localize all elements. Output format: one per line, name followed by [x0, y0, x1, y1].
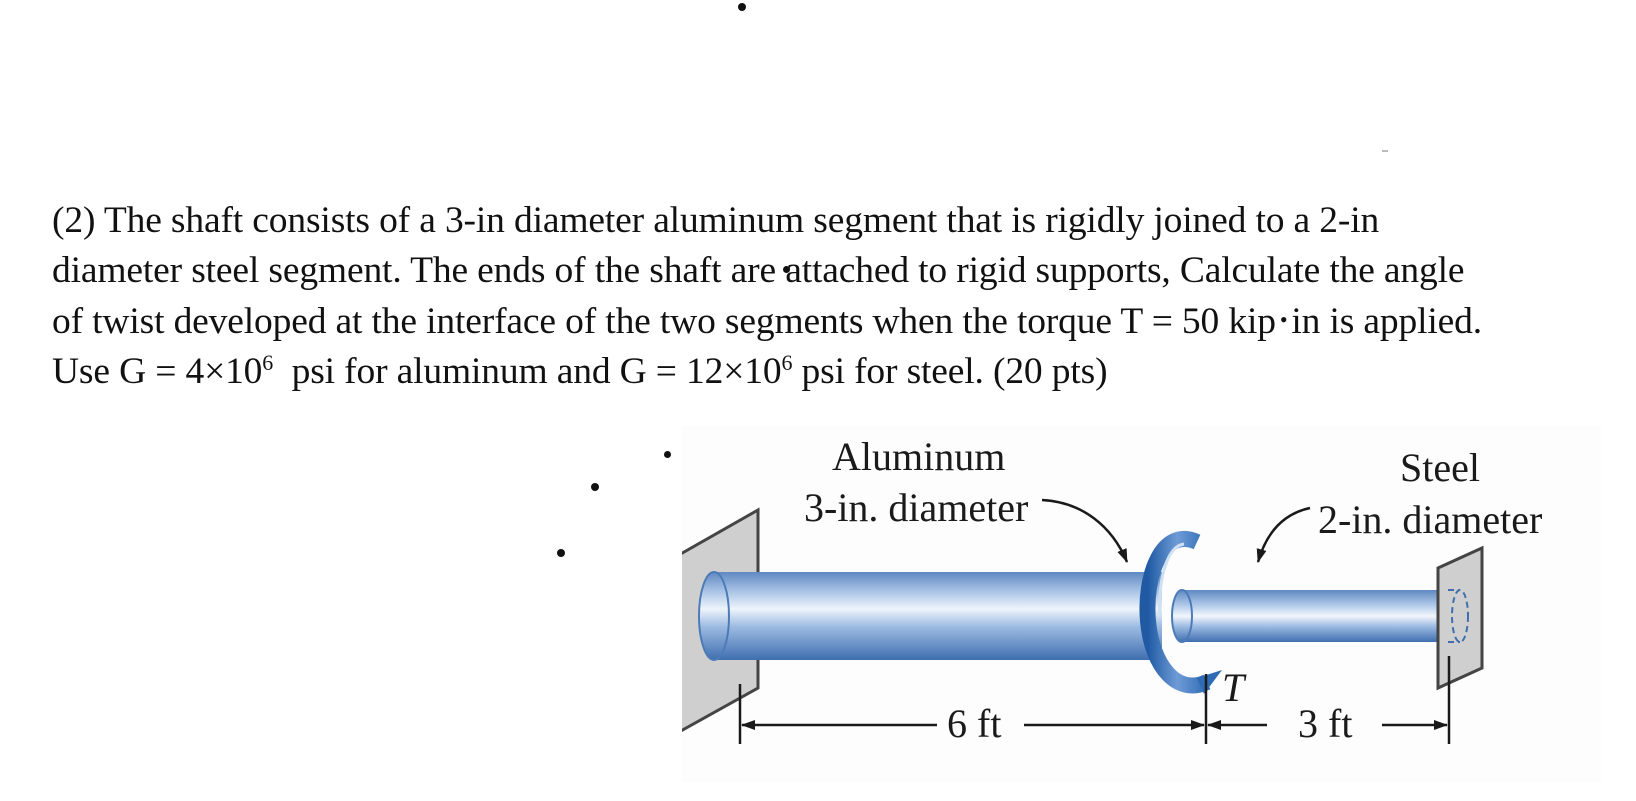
exponent-aluminum: 6: [262, 349, 274, 375]
steel-title: Steel: [1400, 445, 1480, 490]
stray-dash-top-right: [1382, 150, 1388, 152]
problem-line-4: Use G = 4×106 psi for aluminum and G = 1…: [52, 349, 1108, 392]
stray-dot-left-1: [664, 451, 671, 458]
right-wall-support: [1436, 545, 1484, 691]
stray-dot-left-2: [591, 483, 599, 491]
exponent-steel: 6: [781, 349, 793, 375]
torque-label: T: [1222, 665, 1245, 710]
stray-dot-text: [783, 266, 790, 273]
problem-line-2: diameter steel segment. The ends of the …: [52, 249, 1465, 291]
problem-line-1: (2) The shaft consists of a 3-in diamete…: [52, 200, 1380, 241]
aluminum-title: Aluminum: [832, 434, 1006, 479]
length-aluminum-label: 6 ft: [947, 701, 1002, 746]
stray-dot-left-3: [557, 549, 565, 557]
problem-statement: (2) The shaft consists of a 3-in diamete…: [52, 196, 1622, 396]
aluminum-diameter-label: 3-in. diameter: [804, 485, 1029, 530]
problem-number: (2): [52, 200, 96, 241]
stray-dot-top: [738, 3, 746, 11]
steel-end-in-wall: [1448, 589, 1469, 643]
shaft-diagram: [682, 498, 1484, 744]
shaft-figure: Aluminum 3-in. diameter Steel 2-in. diam…: [682, 426, 1602, 782]
steel-segment: [1171, 589, 1448, 643]
aluminum-leader-arrow: [1041, 498, 1129, 563]
multiplication-dot: •: [1279, 307, 1288, 332]
problem-line-3: of twist developed at the interface of t…: [52, 295, 1622, 347]
torque-arrow-icon: [1139, 531, 1222, 694]
aluminum-segment: [698, 571, 1162, 661]
steel-leader-arrow: [1256, 506, 1311, 563]
length-steel-label: 3 ft: [1298, 701, 1353, 746]
steel-diameter-label: 2-in. diameter: [1318, 497, 1543, 542]
